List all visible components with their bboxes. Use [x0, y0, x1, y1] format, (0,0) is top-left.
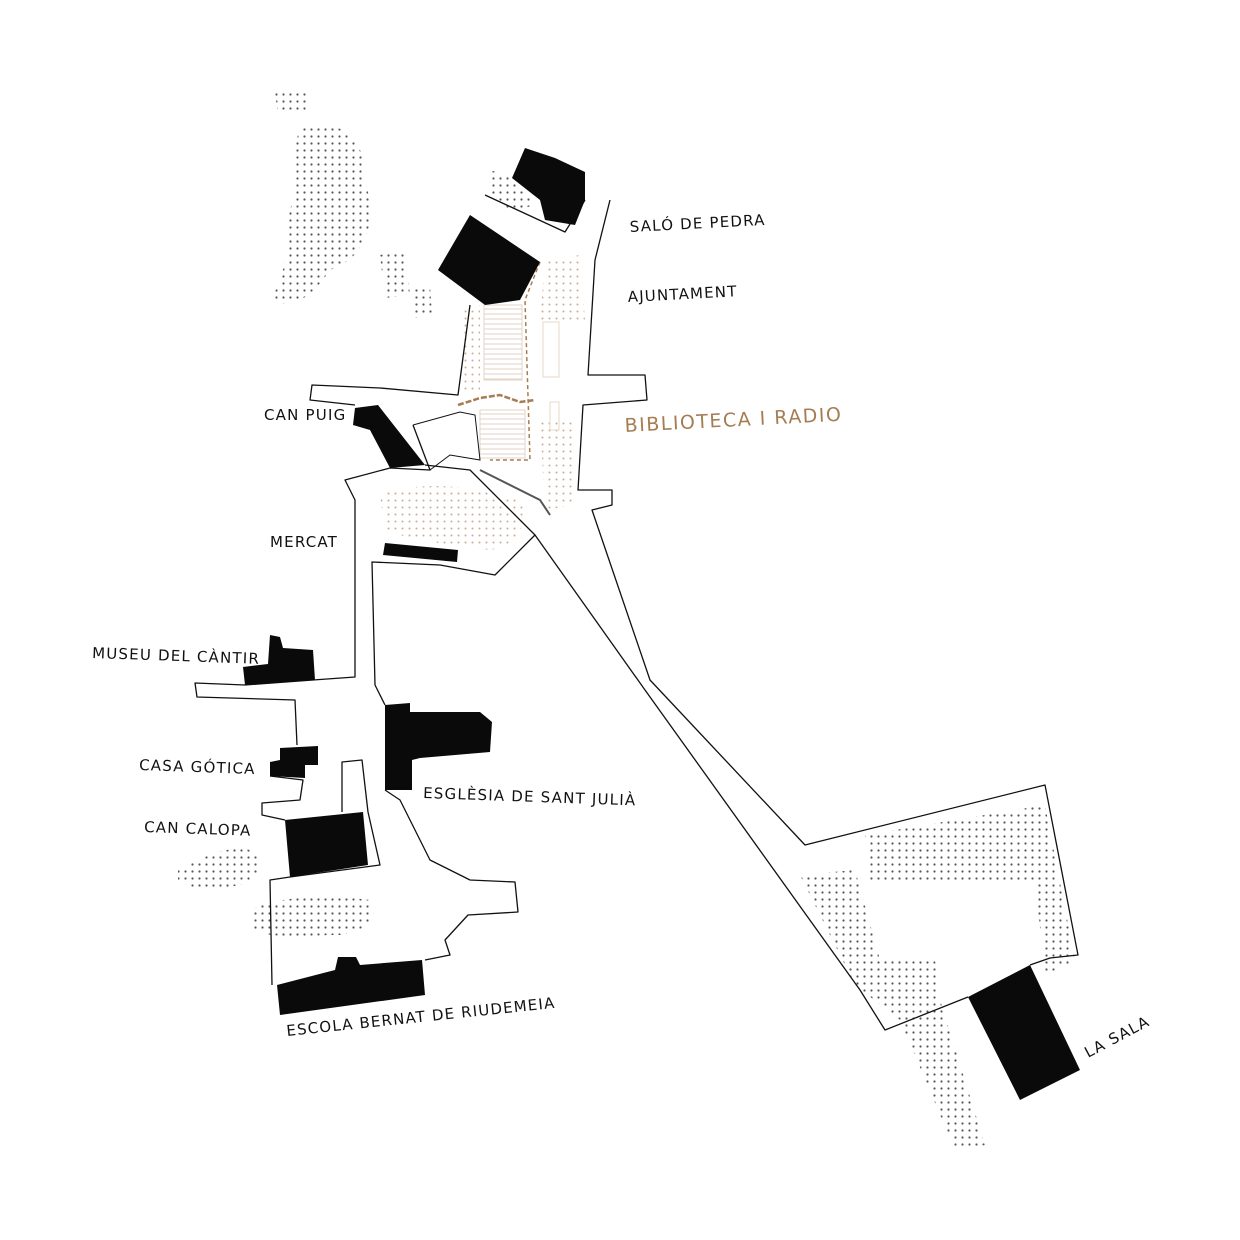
vegetation-calopa: [178, 849, 259, 889]
stairs-south: [479, 409, 526, 459]
vegetation-nw-3: [413, 286, 432, 318]
building-la-sala: [968, 965, 1080, 1100]
street-south-edge: [384, 789, 519, 961]
building-casa-gotica: [270, 746, 318, 778]
labels: SALÓ DE PEDRA AJUNTAMENT BIBLIOTECA I RA…: [92, 210, 1153, 1062]
vegetation-lasala: [865, 805, 1075, 975]
building-can-calopa: [285, 812, 368, 877]
vegetation-biblio-accent: [540, 420, 575, 510]
ramp: [479, 469, 551, 516]
vegetation-lasala-2: [800, 870, 985, 1150]
bench-2: [549, 401, 560, 431]
building-mercat: [383, 543, 458, 562]
label-salo-de-pedra: SALÓ DE PEDRA: [629, 210, 766, 236]
vegetation-escola: [250, 897, 374, 937]
building-can-puig: [353, 405, 425, 468]
vegetation-areas: [178, 90, 1075, 1150]
vegetation-nw-2: [380, 250, 410, 298]
building-salo-de-pedra: [512, 148, 585, 225]
label-esglesia: ESGLÈSIA DE SANT JULIÀ: [423, 783, 637, 809]
vegetation-nw-small: [275, 90, 308, 115]
vegetation-biblio-accent-2: [460, 305, 480, 390]
label-can-calopa: CAN CALOPA: [144, 818, 252, 840]
label-mercat: MERCAT: [270, 533, 338, 551]
label-ajuntament: AJUNTAMENT: [627, 282, 738, 306]
label-can-puig: CAN PUIG: [264, 406, 346, 424]
label-la-sala: LA SALA: [1081, 1012, 1152, 1061]
label-museu: MUSEU DEL CÀNTIR: [92, 643, 261, 668]
building-esglesia: [385, 703, 492, 790]
building-escola: [277, 957, 425, 1015]
building-outline: [412, 411, 481, 471]
street-south-west-edge: [261, 759, 381, 986]
label-casa-gotica: CASA GÓTICA: [139, 755, 256, 778]
street-north-east-edge: [577, 199, 1079, 966]
label-biblioteca: BIBLIOTECA I RADIO: [624, 404, 843, 437]
accent-path: [457, 393, 536, 407]
vegetation-square-accent: [380, 485, 524, 550]
vegetation-nw: [270, 123, 371, 304]
street-outlines: [194, 194, 1079, 1031]
street-mercat-edge: [371, 464, 536, 706]
biblioteca-boundary: [490, 261, 541, 461]
street-west-edge: [194, 424, 431, 746]
stairs-north: [483, 304, 523, 381]
vegetation-ajuntament-accent: [540, 255, 585, 320]
street-diagonal-west-edge: [534, 534, 969, 1031]
bench: [542, 321, 560, 378]
buildings: [243, 148, 1080, 1100]
building-museu: [243, 635, 315, 685]
building-ajuntament: [438, 215, 540, 305]
